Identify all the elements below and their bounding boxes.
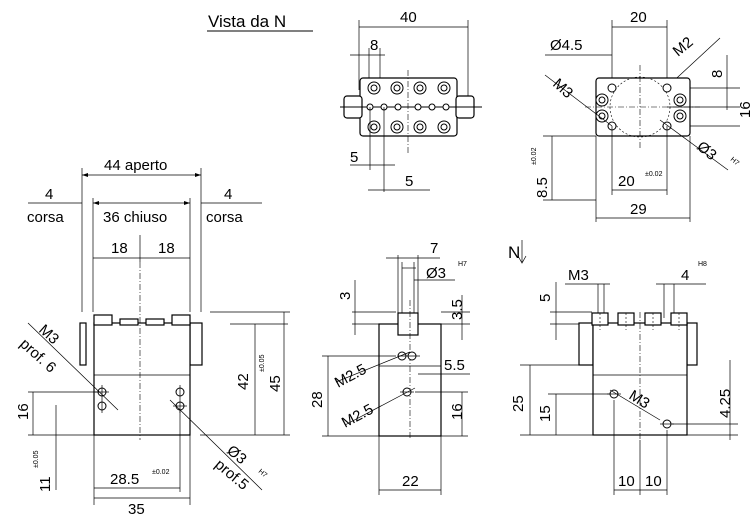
dim-20-b: 20	[618, 173, 635, 190]
label-m3-left: M3	[35, 321, 62, 348]
dim-4-back: 4	[681, 267, 689, 284]
dim-16-tr: 16	[737, 101, 753, 118]
stroke-label-right: corsa	[206, 209, 243, 226]
topright-view: 20 Ø4.5 M2 M3 Ø3 H7 8 16	[531, 9, 753, 222]
topright-holes	[595, 83, 687, 131]
dim-44-open: 44 aperto	[104, 157, 167, 174]
dim-8: 8	[370, 37, 378, 54]
dim-stroke-right: 4	[224, 186, 232, 203]
front-right-ear	[189, 322, 203, 366]
label-d3-tr: Ø3	[693, 138, 719, 164]
front-jaw-left	[93, 314, 113, 326]
dim-5a: 5	[350, 149, 358, 166]
dim-jaw-right: 18	[158, 240, 175, 257]
dim-22: 22	[402, 473, 419, 490]
tol-20-b: ±0.02	[645, 171, 663, 178]
dim-40: 40	[400, 9, 417, 26]
label-h7-right: H7	[257, 468, 268, 479]
front-body	[93, 322, 191, 436]
tol-11: ±0.05	[33, 450, 40, 468]
dim-16-side: 16	[449, 403, 466, 420]
label-m3-back: M3	[568, 267, 589, 284]
side-view: 7 Ø3 H7 3 3.5 M2.5 5.5 28 M2.5	[309, 240, 470, 495]
north-label: N	[508, 243, 520, 262]
dim-11: 11	[37, 476, 54, 492]
tol-8-5: ±0.02	[531, 147, 538, 165]
dim-36-closed: 36 chiuso	[103, 209, 167, 226]
dim-45: 45	[267, 375, 284, 392]
dim-35: 35	[128, 501, 145, 518]
dim-15: 15	[537, 405, 554, 422]
dim-10b: 10	[645, 473, 662, 490]
label-m2: M2	[670, 34, 697, 60]
dim-5b: 5	[405, 173, 413, 190]
front-left-ear	[79, 322, 87, 366]
dim-5-5: 5.5	[444, 357, 465, 374]
label-h7-side: H7	[458, 261, 467, 268]
dim-8-5: 8.5	[534, 177, 551, 198]
dim-7: 7	[430, 240, 438, 257]
dim-29: 29	[630, 201, 647, 218]
back-view: N M3 4 H8 5 M3	[508, 240, 738, 495]
label-m2-5b: M2.5	[339, 401, 376, 432]
dim-28: 28	[309, 391, 326, 408]
label-h8: H8	[698, 261, 707, 268]
tol-28-5: ±0.02	[152, 469, 170, 476]
label-h7-tr: H7	[729, 156, 740, 167]
dim-16-left: 16	[15, 403, 32, 420]
label-m2-5a: M2.5	[332, 361, 369, 392]
dim-10a: 10	[618, 473, 635, 490]
dim-28-5: 28.5	[110, 471, 139, 488]
dim-42: 42	[235, 373, 252, 390]
dim-5-back: 5	[537, 294, 554, 302]
view-title: Vista da N	[208, 12, 286, 31]
dim-jaw-left: 18	[111, 240, 128, 257]
stroke-label-left: corsa	[27, 209, 64, 226]
front-view: 44 aperto 4 corsa 4 corsa 36 chiuso 18 1…	[15, 157, 290, 518]
dim-25: 25	[510, 395, 527, 412]
dim-stroke-left: 4	[45, 186, 53, 203]
label-d4-5: Ø4.5	[550, 37, 583, 54]
tol-42: ±0.05	[259, 354, 266, 372]
dim-3: 3	[337, 292, 354, 300]
front-jaw-right	[171, 314, 191, 326]
dim-3-5: 3.5	[449, 299, 466, 320]
label-d3-side: Ø3	[426, 265, 446, 282]
dim-20-top: 20	[630, 9, 647, 26]
dim-4-25: 4.25	[717, 389, 734, 418]
dim-8-tr: 8	[709, 70, 726, 78]
top-view: 40 8 5 5	[340, 9, 482, 192]
